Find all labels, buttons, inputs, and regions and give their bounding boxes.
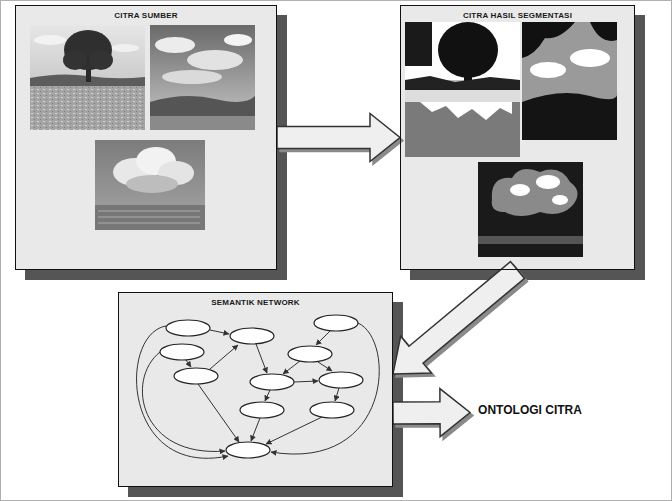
segment [405,90,520,102]
node-title: CITRA SUMBER [114,11,177,21]
network-link [266,417,322,444]
cloud [187,50,243,70]
segmented-image [522,22,617,140]
network-node [310,402,354,418]
image-panel: CITRA SUMBER [15,5,277,270]
sky [95,140,205,230]
network-link [294,381,318,382]
tree-crown [64,30,112,70]
segmented-image [405,22,520,157]
cloud [111,44,139,52]
panel-fill [400,5,635,270]
segment [405,22,432,66]
segment [522,92,617,140]
result-label: ONTOLOGI CITRA [470,401,590,424]
network-node [166,320,210,336]
field [30,86,145,130]
panel-fill [15,5,277,270]
network-node [160,344,204,360]
network-link [265,390,270,401]
node-title: CITRA HASIL SEGMENTASI [463,11,572,21]
source-photo [150,25,255,130]
block-arrow [277,114,400,162]
network-link [271,323,379,454]
network-node [314,315,358,331]
segment [492,169,578,216]
cloud-shade [126,175,178,193]
sky [30,25,145,130]
network-link [186,360,191,367]
node-title: ONTOLOGI CITRA [478,403,582,418]
node-title: SEMANTIK NETWORK [211,298,300,308]
block-arrow [393,262,525,374]
network-node [226,442,270,458]
network-link [210,330,229,334]
network-link [251,418,260,441]
network-link [256,344,267,373]
block-arrow [393,389,470,437]
hill [150,96,255,130]
network-link [318,362,332,371]
segment [530,62,566,78]
water [95,205,205,230]
network-link [198,384,239,442]
network-link [316,331,330,345]
segment [420,102,512,120]
semantic-network [137,315,380,458]
segmented-image [478,162,583,257]
segment [478,162,583,257]
network-link [142,352,225,451]
network-node [288,346,332,362]
tree-crown [89,50,113,70]
segment [438,22,498,78]
network-link [335,388,339,401]
segment [478,236,583,244]
segment [510,184,530,196]
panel-fill [118,292,393,487]
segment [522,22,575,58]
network-link [210,345,238,369]
cloud [34,35,66,45]
segment [590,22,617,41]
segment [536,175,560,189]
network-node [240,402,284,418]
cloud [162,70,222,84]
tree-crown [63,50,87,70]
segment [405,76,520,90]
network-link [137,326,228,458]
cloud [224,34,252,46]
segment [405,102,520,157]
segment [405,22,520,80]
segment [570,49,610,67]
segment [552,195,568,205]
field [150,116,255,130]
water-stripes [98,211,200,223]
network-node [250,374,294,390]
network-link [283,361,300,374]
network-node [230,328,274,344]
sky [150,25,255,130]
source-photo [30,25,145,130]
source-photo [95,140,205,230]
segment [405,22,520,157]
cloud [155,37,195,53]
image-panel: CITRA HASIL SEGMENTASI [400,5,635,270]
network-panel: SEMANTIK NETWORK [118,292,393,487]
network-node [174,368,218,384]
segment [522,22,617,140]
network-node [319,372,363,388]
